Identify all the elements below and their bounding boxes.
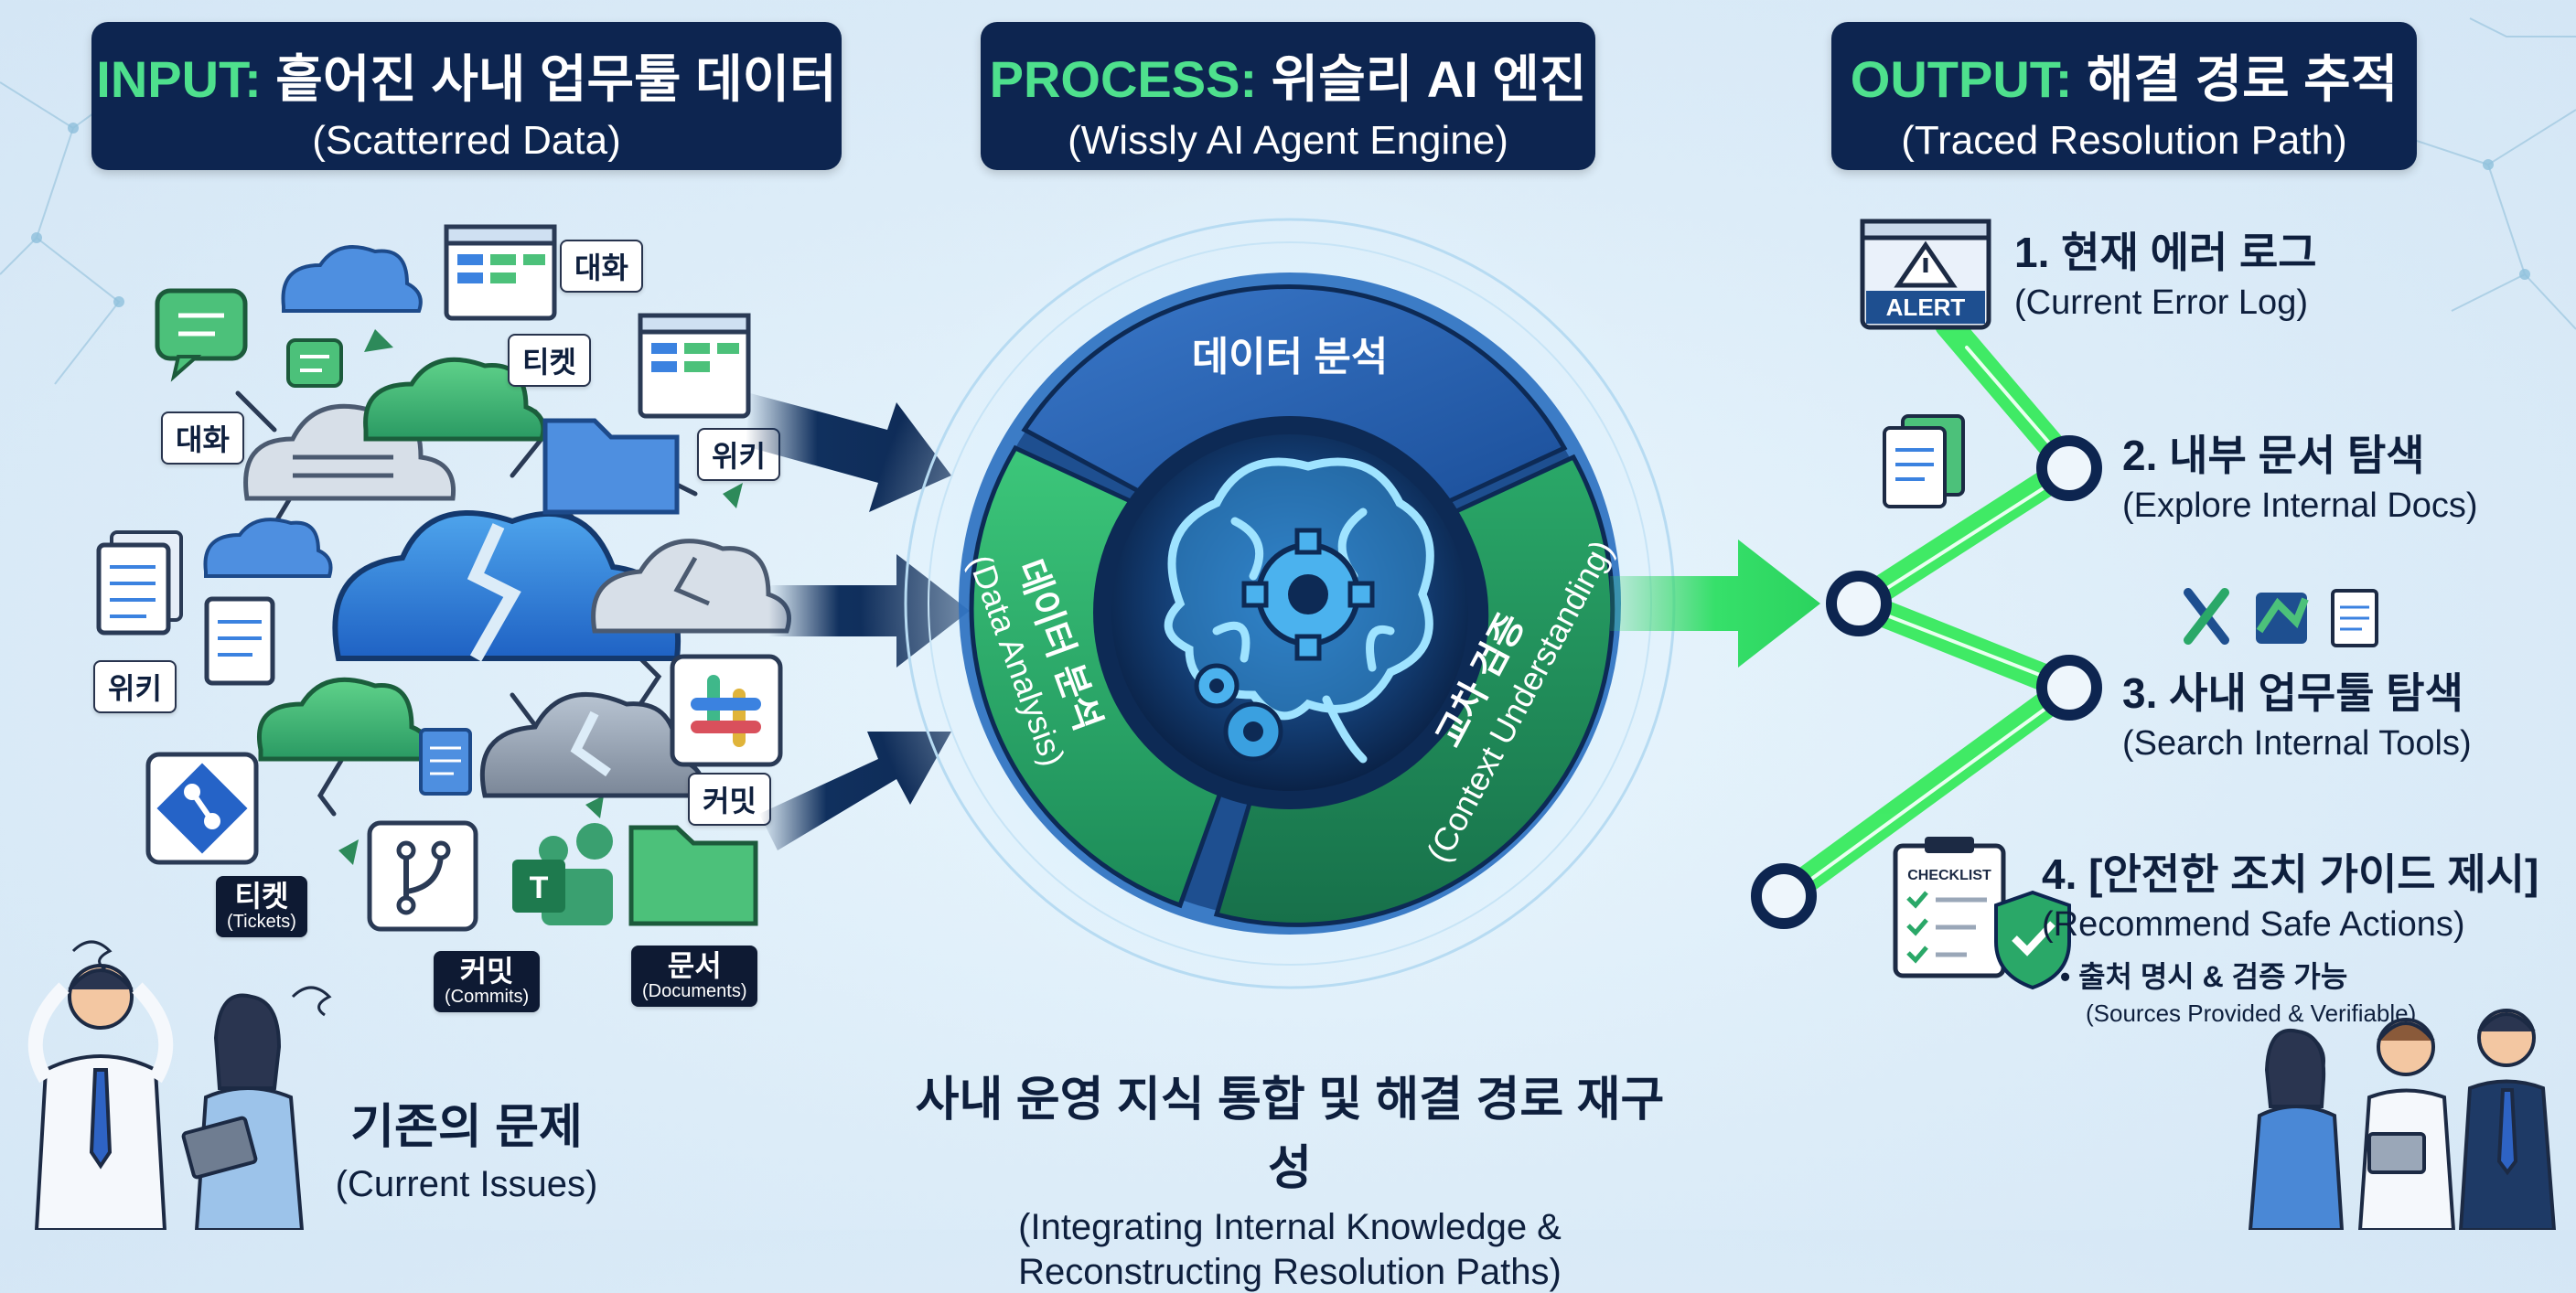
process-header: PROCESS: 위슬리 AI 엔진 (Wissly AI Agent Engi… [981,22,1595,170]
path-node [2036,655,2102,721]
background-network [0,17,2576,385]
label-ticket-bottom-en: (Tickets) [227,911,296,932]
input-header-subtitle: (Scatterred Data) [312,118,621,163]
alert-text: ALERT [1886,294,1966,321]
output-step-1: 1. 현재 에러 로그 (Current Error Log) [2014,219,2317,323]
chat-icon [155,288,248,382]
wrench-screwdriver-icon [2184,588,2229,645]
document-icon [419,728,472,796]
input-caption-en: (Current Issues) [335,1164,598,1204]
output-step-2-title: 2. 내부 문서 탐색 [2122,432,2425,479]
label-chat-top: 대화 [560,240,643,293]
segment-label-top: 데이터 분석 [1192,335,1389,379]
output-step-4-bullet-text: 출처 명시 & 검증 가능 [2078,960,2348,993]
document-icon [2331,589,2378,647]
input-caption-ko: 기존의 문제 [350,1101,583,1154]
output-header-prefix: OUTPUT: [1850,50,2073,108]
path-node [1751,863,1817,929]
folder-icon [628,825,758,926]
label-document-bottom-ko: 문서 [667,949,722,982]
arrow-icon [1610,540,1820,668]
happy-workers-illustration [2248,1009,2557,1230]
output-step-1-title: 1. 현재 에러 로그 [2014,229,2317,276]
output-header-subtitle: (Traced Resolution Path) [1901,118,2347,163]
output-step-3-subtitle: (Search Internal Tools) [2122,724,2472,763]
gear-icon [1194,663,1283,762]
output-step-4-bullet-sub: (Sources Provided & Verifiable) [2086,999,2417,1027]
green-cloud-icon [363,357,546,442]
input-header-title: 흩어진 사내 업무툴 데이터 [275,50,837,108]
output-header: OUTPUT: 해결 경로 추적 (Traced Resolution Path… [1831,22,2417,170]
resolution-path: ALERT CHECKLIST [1751,219,2378,990]
output-flow-arrow [1610,540,1820,668]
process-header-prefix: PROCESS: [989,50,1258,108]
label-wiki-right: 위키 [697,428,780,481]
label-commit-bottom: 커밋(Commits) [434,951,541,1012]
alert-window-icon: ALERT [1860,219,1991,330]
path-node [1826,571,1892,636]
checklist-text: CHECKLIST [1907,868,1991,883]
teams-icon: T [512,823,613,925]
process-caption-en2: Reconstructing Resolution Paths) [1018,1252,1562,1292]
output-step-4: 4. [안전한 조치 가이드 제시] (Recommend Safe Actio… [2042,841,2538,1028]
output-step-4-subtitle: (Recommend Safe Actions) [2042,905,2465,944]
label-ticket-top: 티켓 [508,334,591,387]
document-stack-icon [96,530,183,636]
label-document-bottom: 문서(Documents) [631,946,758,1007]
ticket-board-icon [638,313,751,419]
input-header: INPUT: 흩어진 사내 업무툴 데이터 (Scatterred Data) [91,22,842,170]
label-document-bottom-en: (Documents) [642,980,747,1001]
folder-icon [542,418,680,515]
checklist-icon: CHECKLIST [1893,837,2006,978]
ticket-board-icon [444,224,557,321]
ai-engine-ring: 데이터 분석 데이터 분석 (Data Analysis) 교차 검증 (Con… [860,174,1720,1033]
label-ticket-bottom-ko: 티켓 [234,880,289,913]
label-wiki-left: 위키 [93,660,177,713]
process-header-title: 위슬리 AI 엔진 [1271,50,1587,108]
process-header-subtitle: (Wissly AI Agent Engine) [1068,118,1508,163]
blue-cloud-icon [203,518,333,578]
git-branch-icon [367,820,478,932]
output-step-2-subtitle: (Explore Internal Docs) [2122,486,2478,525]
process-caption-ko: 사내 운영 지식 통합 및 해결 경로 재구성 [915,1074,1665,1195]
internal-docs-icon [1883,414,1965,508]
output-step-3-title: 3. 사내 업무툴 탐색 [2122,669,2463,717]
output-step-4-bullet: • 출처 명시 & 검증 가능 [2060,960,2348,993]
chat-icon [286,338,343,388]
stressed-workers-illustration [27,940,332,1230]
output-step-2: 2. 내부 문서 탐색 (Explore Internal Docs) [2122,422,2478,526]
document-icon [204,596,275,686]
input-header-prefix: INPUT: [96,50,262,108]
label-commit-right: 커밋 [688,773,771,826]
output-step-1-subtitle: (Current Error Log) [2014,283,2308,322]
label-commit-bottom-ko: 커밋 [459,955,514,988]
output-step-3: 3. 사내 업무툴 탐색 (Search Internal Tools) [2122,660,2472,764]
git-icon [145,752,259,865]
input-caption: 기존의 문제 (Current Issues) [311,1088,622,1205]
path-node [2036,435,2102,501]
label-commit-bottom-en: (Commits) [445,986,530,1007]
svg-text:T: T [530,871,549,905]
label-ticket-bottom: 티켓(Tickets) [216,876,307,937]
slack-icon [670,654,783,767]
output-header-title: 해결 경로 추적 [2086,50,2399,108]
blue-cloud-icon [281,245,423,313]
gear-icon [1241,528,1375,661]
puzzle-icon [2256,593,2309,644]
input-icon-cluster: T [96,224,791,932]
shield-check-icon [1994,890,2071,990]
output-step-4-title: 4. [안전한 조치 가이드 제시] [2042,850,2539,898]
label-chat-left: 대화 [161,411,244,465]
